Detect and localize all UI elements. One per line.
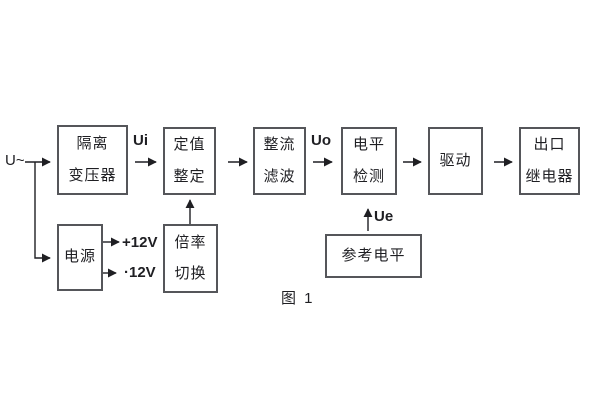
block-text-line: 滤波 — [263, 167, 296, 185]
block-level-detection: 电平 检测 — [341, 127, 397, 195]
block-ratio-switching: 倍率 切换 — [163, 224, 218, 293]
arrow-input-to-power — [34, 162, 51, 263]
label-uo: Uo — [311, 132, 331, 149]
block-isolation-transformer: 隔离 变压器 — [57, 125, 128, 195]
block-output-relay: 出口 继电器 — [519, 127, 580, 195]
block-text-line: 定值 — [173, 136, 206, 153]
block-text-line: 切换 — [174, 265, 207, 282]
block-text-line: 电平 — [352, 136, 385, 153]
block-text-line: 继电器 — [525, 167, 574, 185]
block-power-supply: 电源 — [57, 224, 103, 291]
figure-caption: 图 1 — [281, 290, 315, 307]
block-text-line: 倍率 — [174, 233, 207, 251]
block-text-line: 隔离 — [76, 135, 109, 152]
block-reference-level: 参考电平 — [325, 234, 422, 278]
block-text-line: 变压器 — [68, 166, 117, 184]
block-rectifier-filter: 整流 滤波 — [253, 127, 306, 195]
block-text-line: 出口 — [533, 136, 566, 153]
block-text-line: 整定 — [173, 167, 206, 185]
label-ue: Ue — [374, 208, 394, 225]
block-driver: 驱动 — [428, 127, 483, 195]
label-input-voltage: U~ — [5, 152, 25, 169]
label-ui: Ui — [133, 132, 148, 149]
block-text-line: 电源 — [63, 248, 96, 266]
block-text-line: 驱动 — [439, 151, 472, 169]
label-minus-12v: ·12V — [124, 264, 156, 281]
block-text-line: 整流 — [263, 136, 296, 153]
block-text-line: 参考电平 — [341, 246, 406, 264]
block-setpoint-setting: 定值 整定 — [163, 127, 216, 195]
block-text-line: 检测 — [352, 167, 385, 185]
label-plus-12v: +12V — [122, 234, 158, 251]
